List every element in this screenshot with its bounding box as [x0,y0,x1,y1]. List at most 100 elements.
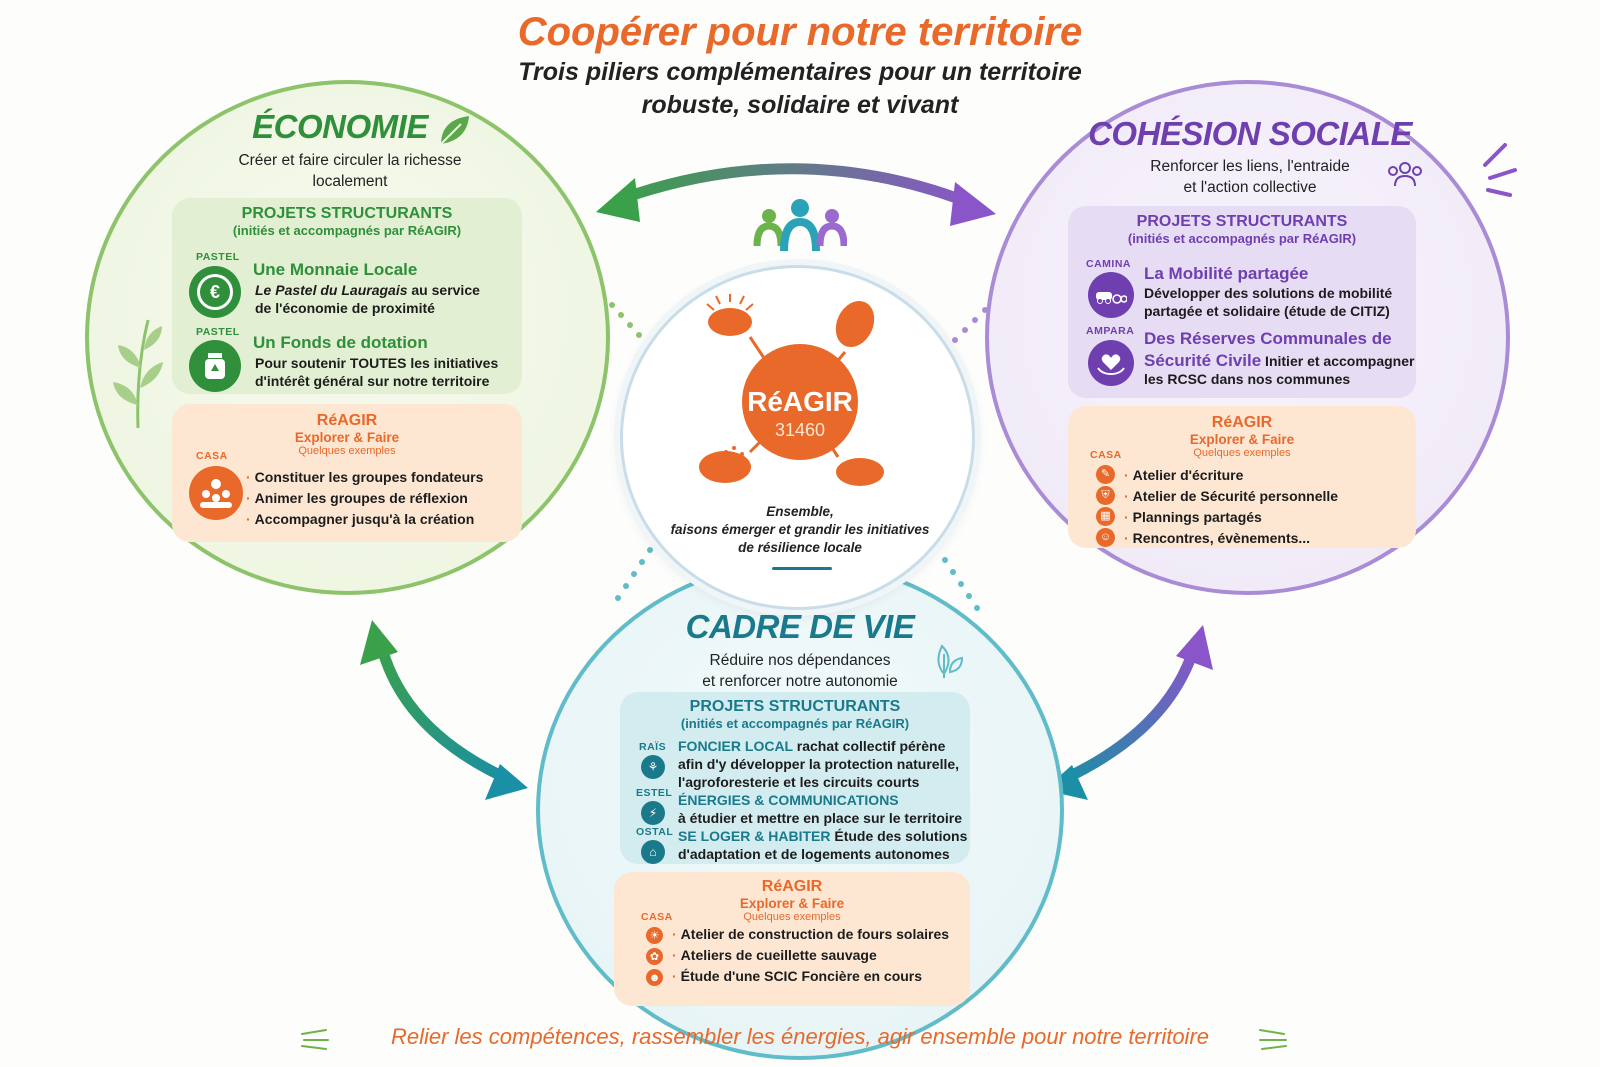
cohesion-sub-2: et l'action collective [1183,179,1317,196]
economie-reagir-tag: CASA [196,450,228,462]
cohesion-projects-subtitle: (initiés et accompagnés par RéAGIR) [1127,231,1357,246]
cadre-reagir-tag: CASA [641,911,673,923]
cohesion-subtitle: Renforcer les liens, l'entraide et l'act… [1090,156,1410,198]
car-bike-icon [1088,272,1134,318]
cadre-item3-title: SE LOGER & HABITER [678,828,831,844]
cadre-item3-text: SE LOGER & HABITER Étude des solutions d… [678,827,978,863]
economie-item1-title: Une Monnaie Locale [253,260,418,279]
cadre-item1-tag: RAÏS [639,741,667,753]
cadre-item1-text-3: l'agroforesterie et les circuits courts [678,774,920,790]
cadre-item1-text: FONCIER LOCAL rachat collectif pérène af… [678,737,978,791]
reagir-tagline-2: faisons émerger et grandir les initiativ… [670,522,930,537]
economie-item2-text-2: d'intérêt général sur notre territoire [255,373,490,389]
reagir-logo-name: RéAGIR [747,386,853,417]
cohesion-item2-text-inline: Initier et accompagner [1261,353,1415,369]
arrow-left [374,634,516,786]
list-item: Plannings partagés [1124,507,1404,528]
cadre-item1-text-inline: rachat collectif pérène [792,738,946,754]
cadre-reagir-subtitle: Explorer & Faire [739,896,845,911]
list-item: Atelier de construction de fours solaire… [672,924,972,945]
page-subtitle: Trois piliers complémentaires pour un te… [420,56,1180,122]
cadre-item2-text-1: à étudier et mettre en place sur le terr… [678,810,962,826]
cadre-subtitle: Réduire nos dépendances et renforcer not… [640,650,960,692]
cohesion-item1-text: Développer des solutions de mobilité par… [1144,284,1414,320]
economie-sub-1: Créer et faire circuler la richesse [238,152,462,169]
cadre-projects-box: PROJETS STRUCTURANTS (initiés et accompa… [620,692,970,864]
cadre-projects-subtitle: (initiés et accompagnés par RéAGIR) [680,716,910,731]
cadre-reagir-title: RéAGIR [761,878,823,895]
cohesion-reagir-title: RéAGIR [1211,414,1273,431]
list-item: Constituer les groupes fondateurs [246,467,516,488]
energy-antenna-icon: ⚡ [641,801,665,825]
list-item: Atelier d'écriture [1124,465,1404,486]
economie-sub-2: localement [312,173,388,190]
cohesion-reagir-tag: CASA [1090,449,1122,461]
euro-coin-icon: € [189,266,241,318]
plant-branch-icon [113,319,163,429]
economie-item2-tag: PASTEL [196,326,240,338]
economie-item2-title: Un Fonds de dotation [253,333,428,352]
cohesion-item1-text-1: Développer des solutions de mobilité [1144,285,1393,301]
cadre-sub-1: Réduire nos dépendances [709,652,891,669]
economie-projects-title: PROJETS STRUCTURANTS [241,205,453,222]
people-meeting-icon: ☺ [1096,528,1115,547]
cohesion-sub-1: Renforcer les liens, l'entraide [1150,158,1350,175]
economie-item1-text: Le Pastel du Lauragais au service de l'é… [255,281,515,317]
cohesion-item2-title: Des Réserves Communales de Sécurité Civi… [1144,328,1424,372]
economie-item2-text-1: Pour soutenir TOUTES les initiatives [255,355,499,371]
cadre-item1-title: FONCIER LOCAL [678,738,793,754]
cadre-reagir-tiny: Quelques exemples [743,911,841,923]
arrow-top [612,163,981,211]
cadre-reagir-icons: ☀ ✿ ☻ [646,927,663,986]
cadre-item2-text: ÉNERGIES & COMMUNICATIONS à étudier et m… [678,791,978,827]
economie-reagir-list: Constituer les groupes fondateurs Animer… [246,467,516,530]
economie-reagir-tiny: Quelques exemples [298,445,396,457]
plant-icon: ✿ [646,948,663,965]
tagline-underline [772,567,832,570]
cadre-item3-text-2: d'adaptation et de logements autonomes [678,846,950,862]
list-item: Ateliers de cueillette sauvage [672,945,972,966]
economie-item2-text: Pour soutenir TOUTES les initiatives d'i… [255,354,515,390]
group-people-icon [1388,162,1422,187]
cohesion-item1-title: La Mobilité partagée [1144,264,1309,283]
cohesion-reagir-tiny: Quelques exemples [1193,447,1291,459]
economie-subtitle: Créer et faire circuler la richesse loca… [190,150,510,192]
group-icon: ☻ [646,969,663,986]
economie-item1-text-em: Le Pastel du Lauragais [255,282,408,298]
cadre-title: CADRE DE VIE [685,608,915,645]
reagir-logo-icon [699,294,884,486]
footer-right-strokes-icon [1259,1029,1287,1050]
economie-reagir-subtitle: Explorer & Faire [294,430,400,445]
list-item: Animer les groupes de réflexion [246,488,516,509]
economie-projects-subtitle: (initiés et accompagnés par RéAGIR) [232,223,462,238]
pencil-icon: ✎ [1096,465,1115,484]
footer-left-strokes-icon [301,1029,329,1050]
reagir-tagline-1: Ensemble, [766,504,834,519]
page-title: Coopérer pour notre territoire [517,10,1083,54]
cohesion-projects-title: PROJETS STRUCTURANTS [1136,213,1348,230]
list-item: Accompagner jusqu'à la création [246,509,516,530]
reagir-tagline: Ensemble, faisons émerger et grandir les… [650,503,950,557]
footer-tagline: Relier les compétences, rassembler les é… [390,1024,1210,1049]
cadre-item2-title: ÉNERGIES & COMMUNICATIONS [678,792,899,808]
cohesion-item2-title-1: Des Réserves Communales de [1144,329,1392,348]
economie-item1-text-2: de l'économie de proximité [255,300,435,316]
house-icon: ⌂ [641,840,665,864]
cohesion-item2-tag: AMPARA [1086,325,1135,337]
cadre-sub-2: et renforcer notre autonomie [702,673,898,690]
subtitle-line-1: Trois piliers complémentaires pour un te… [518,58,1082,86]
sun-oven-icon: ☀ [646,927,663,944]
cohesion-item1-text-2: partagée et solidaire (étude de CITIZ) [1144,303,1390,319]
cadre-item3-text-inline: Étude des solutions [830,828,968,844]
group-idea-icon [189,466,243,520]
tree-leaf-icon [937,644,964,678]
cohesion-reagir-subtitle: Explorer & Faire [1189,432,1295,447]
economie-reagir-title: RéAGIR [316,412,378,429]
cohesion-reagir-icons: ✎ ⛨ ▦ ☺ [1096,465,1115,547]
list-item: Rencontres, évènements... [1124,528,1404,549]
economie-item1-tag: PASTEL [196,251,240,263]
cohesion-item1-tag: CAMINA [1086,258,1131,270]
economie-title: ÉCONOMIE [252,108,428,145]
cadre-item1-text-2: afin d'y développer la protection nature… [678,756,960,772]
